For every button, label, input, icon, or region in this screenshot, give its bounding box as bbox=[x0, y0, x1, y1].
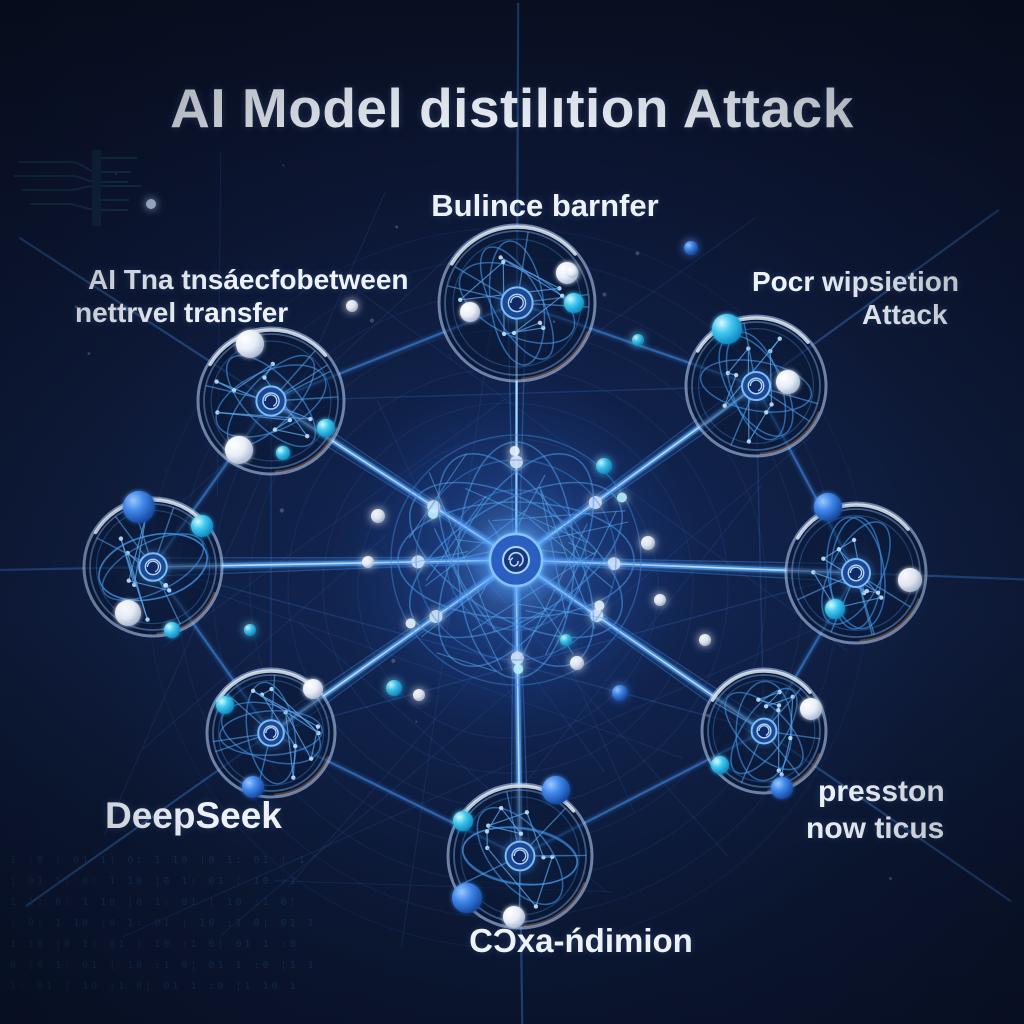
model-node-lower-left bbox=[197, 659, 345, 807]
code-glyph-row: 0 ¦0 1: 01 ¦ 10 :1 0¦ 01 1 :0 ¦1 1 bbox=[10, 960, 317, 971]
label-left-line1: AI Tna tnsáecfobetween bbox=[88, 264, 409, 295]
node-ball-cyan bbox=[191, 515, 213, 537]
node-ball-blue bbox=[123, 491, 155, 523]
node-ball-white bbox=[236, 330, 264, 358]
label-top: Bulince barnfer bbox=[431, 188, 659, 223]
node-ball-cyan bbox=[711, 756, 729, 774]
node-ball-cyan bbox=[276, 446, 290, 460]
page-title: AI Model distilıtion Attack bbox=[170, 77, 854, 139]
node-ball-blue bbox=[814, 493, 842, 521]
model-node-upper-left bbox=[187, 317, 355, 485]
model-node-right bbox=[775, 492, 937, 654]
node-ball-blue bbox=[771, 777, 793, 799]
label-right-line2: Attack bbox=[862, 299, 948, 330]
node-ball-white bbox=[115, 600, 141, 626]
node-ball-blue bbox=[452, 883, 482, 913]
model-node-bottom bbox=[437, 773, 603, 939]
code-glyph-row: 1 1¦ 0: 1 10 ¦0 1: 01 ¦ 10 :1 0¦ bbox=[10, 897, 299, 908]
code-glyph-row: ¦ 01 1¦ 0: 1 10 ¦0 1: 01 ¦ 10 :1 bbox=[10, 876, 299, 887]
node-ball-cyan bbox=[453, 811, 473, 831]
label-bottom-right-line1: presston bbox=[818, 775, 945, 808]
code-glyph-row: ¦ 0: 1 10 ¦0 1: 01 ¦ 10 :1 0¦ 01 1 bbox=[10, 918, 317, 929]
code-glyph-decoration: 1 :0 ¦ 01 1¦ 0: 1 10 ¦0 1: 01 ¦ 1 ¦ 01 1… bbox=[10, 850, 320, 997]
node-ball-white bbox=[776, 370, 800, 394]
node-ball-white bbox=[460, 302, 480, 322]
code-glyph-row: 1 :0 ¦ 01 1¦ 0: 1 10 ¦0 1: 01 ¦ 1 bbox=[10, 855, 308, 866]
node-ball-cyan bbox=[825, 599, 845, 619]
label-left-line2: nettrvel transfer bbox=[75, 297, 289, 328]
node-ball-white bbox=[225, 436, 253, 464]
node-ball-white bbox=[898, 568, 922, 592]
code-glyph-row: 1: 01 ¦ 10 :1 0¦ 01 1 :0 ¦1 10 1 bbox=[10, 981, 299, 992]
node-ball-cyan bbox=[216, 696, 234, 714]
code-glyph-row: 1 10 ¦0 1: 01 ¦ 10 :1 0¦ 01 1 :0 bbox=[10, 939, 299, 950]
label-left: AI Tna tnsáecfobetween nettrvel transfer bbox=[75, 263, 409, 329]
model-node-lower-right bbox=[692, 659, 836, 803]
node-ball-cyan bbox=[712, 314, 742, 344]
node-ball-white bbox=[303, 679, 323, 699]
model-node-upper-right bbox=[675, 305, 837, 467]
label-deepseek: DeepSeek bbox=[105, 795, 282, 836]
node-ball-cyan bbox=[164, 622, 180, 638]
node-ball-cyan bbox=[564, 293, 584, 313]
node-ball-blue bbox=[542, 776, 570, 804]
label-right-line1: Pocr wipsietion bbox=[752, 266, 959, 297]
node-ball-cyan bbox=[317, 419, 335, 437]
node-ball-white bbox=[800, 698, 822, 720]
label-bottom-right-line2: now ticus bbox=[806, 812, 945, 845]
model-node-left bbox=[73, 487, 233, 647]
model-node-top bbox=[427, 213, 607, 393]
